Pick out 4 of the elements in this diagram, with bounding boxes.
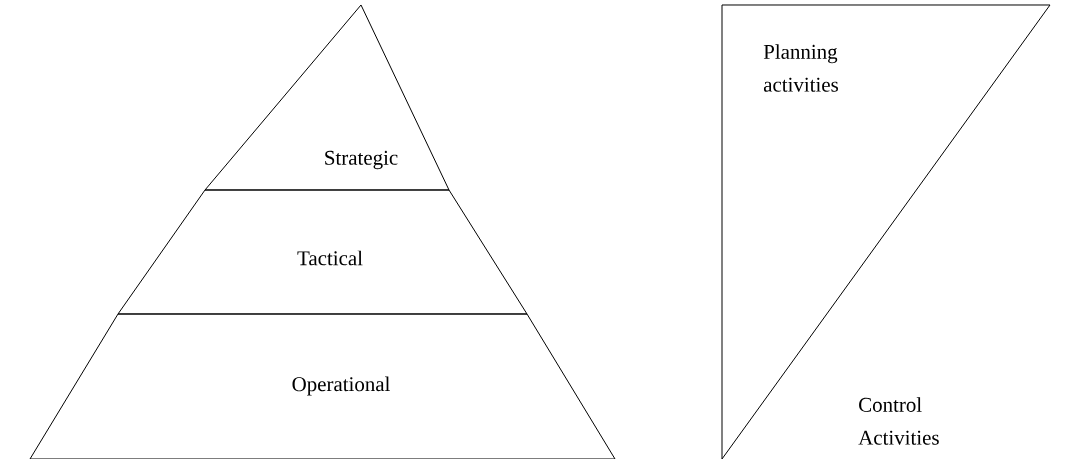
pyramid-level: Strategic <box>204 4 450 191</box>
text-label: Control Activities <box>858 397 939 445</box>
pyramid-level: Tactical <box>117 189 528 315</box>
pyramid-level: Operational <box>29 313 616 459</box>
